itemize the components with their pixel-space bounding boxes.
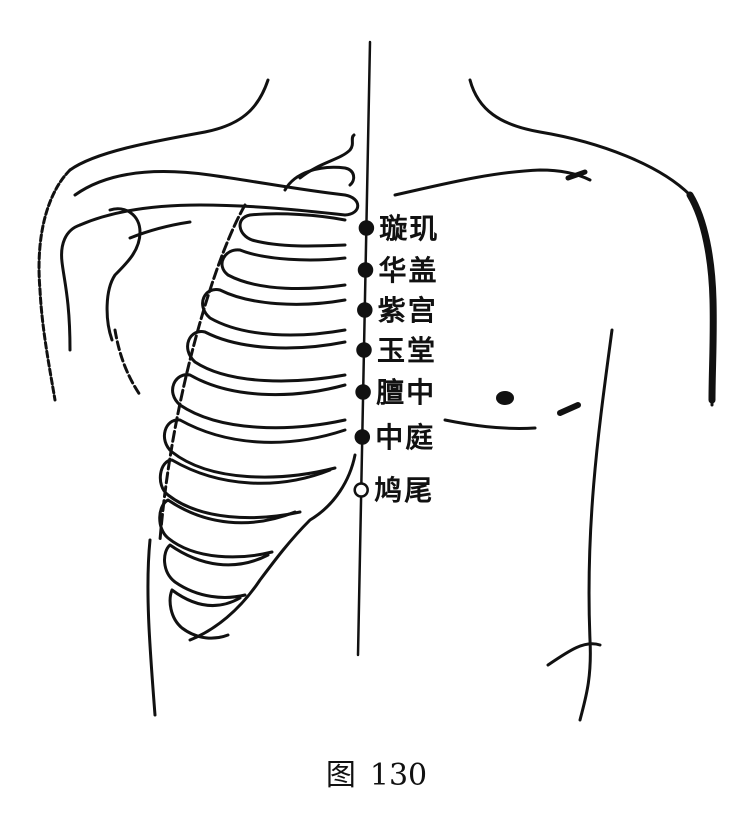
acupoint-marker [353, 482, 369, 498]
sternal-squiggle [298, 133, 356, 180]
rib-9 [163, 543, 270, 599]
acupoint: 玉堂 [356, 334, 437, 367]
acupoint-marker [358, 220, 375, 236]
rib-10 [168, 588, 242, 640]
rib-6 [162, 418, 347, 479]
right-clavicle [393, 168, 592, 197]
costal-margin [188, 453, 357, 642]
shoulder-right-outline [686, 191, 717, 404]
acupoint-marker [355, 384, 371, 400]
left-flank-line [146, 538, 157, 717]
figure-caption: 图 130 [0, 750, 753, 794]
clavicle-tick [565, 169, 588, 181]
scapula-edge [105, 207, 142, 342]
rib-spine-edge [158, 203, 247, 542]
acupoint: 璇玑 [358, 212, 439, 245]
acupoint: 华盖 [357, 254, 439, 287]
acupoint-label: 璇玑 [379, 212, 439, 245]
rib-7 [158, 458, 332, 520]
shoulder-left-outline [37, 168, 72, 402]
acupoint: 膻中 [355, 376, 436, 409]
rib-1 [238, 212, 347, 248]
rib-5 [171, 373, 347, 430]
acupoint-label: 华盖 [379, 254, 439, 287]
acupoint-marker [356, 342, 372, 358]
left-shoulder-joint [60, 207, 192, 397]
breast-line [443, 418, 537, 430]
caption-prefix: 图 [325, 758, 356, 793]
acupoint-label: 紫宫 [378, 294, 438, 327]
right-flank-line [578, 328, 614, 722]
rib-2 [220, 248, 347, 291]
acupoint-marker [357, 302, 373, 318]
acupoint-label: 膻中 [376, 376, 436, 409]
torso-outline [37, 78, 717, 722]
right-chest-marks [443, 391, 581, 430]
acupoint-label: 鸠尾 [374, 474, 434, 507]
rib-3 [201, 288, 347, 337]
clavicles [73, 133, 592, 227]
acupoint-label: 玉堂 [377, 334, 437, 367]
neck-right-line [468, 78, 692, 197]
arm-inner [113, 328, 142, 397]
coracoid [128, 220, 192, 240]
acupoint-marker [354, 429, 371, 445]
acupoint: 鸠尾 [353, 474, 434, 507]
abdomen-tick [546, 642, 602, 667]
humerus-head [60, 223, 82, 352]
caption-number: 130 [369, 758, 428, 793]
acupoint-marker [357, 262, 374, 278]
sternal-notch [283, 165, 356, 192]
acupoint-label: 中庭 [375, 421, 435, 454]
acupoint: 紫宫 [357, 294, 438, 327]
rib-4 [186, 330, 347, 383]
neck-left-line [68, 78, 270, 172]
nipple [496, 391, 514, 405]
breast-tick [557, 402, 581, 416]
ribcage [158, 203, 357, 642]
rib-8 [158, 498, 297, 559]
left-clavicle [73, 170, 360, 227]
acupoint: 中庭 [354, 421, 435, 454]
